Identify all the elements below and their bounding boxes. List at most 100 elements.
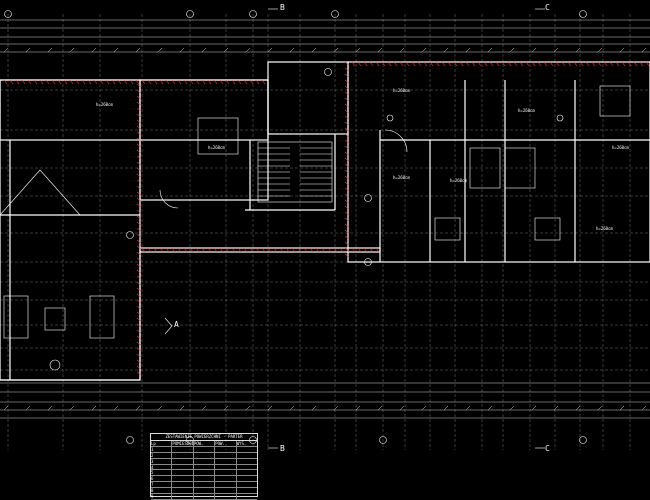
hatch-mark xyxy=(136,161,142,166)
hatch-mark xyxy=(57,79,62,85)
hatch-mark xyxy=(136,239,142,244)
hatch-mark xyxy=(171,79,176,85)
table-cell xyxy=(215,482,237,488)
hatch-mark xyxy=(303,247,308,253)
dimension-tick xyxy=(135,405,141,411)
room-height-label: h=260cm xyxy=(518,108,535,113)
hatch-mark xyxy=(136,305,142,310)
hatch-mark xyxy=(159,79,164,85)
hatch-mark xyxy=(33,79,38,85)
hatch-mark xyxy=(609,61,614,67)
hatch-mark xyxy=(309,247,314,253)
hatch-mark xyxy=(136,101,142,106)
dimension-tick xyxy=(223,405,229,411)
roof-outline xyxy=(0,169,81,216)
hatch-mark xyxy=(93,79,98,85)
wall xyxy=(347,61,650,263)
table-cell xyxy=(194,476,216,482)
table-cell: 7 xyxy=(151,482,173,488)
table-row: 6 xyxy=(151,476,257,483)
table-cell xyxy=(194,452,216,458)
table-cell xyxy=(215,446,237,452)
hatch-mark xyxy=(141,247,146,253)
table-cell xyxy=(237,447,257,452)
table-cell: 8 xyxy=(151,488,173,494)
axis-circle xyxy=(126,436,134,444)
hatch-mark xyxy=(344,163,350,168)
hatch-mark xyxy=(225,79,230,85)
hatch-mark xyxy=(567,61,572,67)
hatch-mark xyxy=(531,61,536,67)
table-cell xyxy=(172,452,194,458)
wall xyxy=(267,61,349,135)
table-cell xyxy=(215,476,237,482)
table-cell xyxy=(237,470,257,475)
dimension-tick xyxy=(179,405,185,411)
hatch-mark xyxy=(45,79,50,85)
hatch-mark xyxy=(195,247,200,253)
hatch-mark xyxy=(136,371,142,376)
dimension-tick xyxy=(3,47,9,53)
table-cell xyxy=(172,464,194,470)
dimension-tick xyxy=(25,47,31,53)
room-height-label: h=260cm xyxy=(208,145,225,150)
hatch-mark xyxy=(255,247,260,253)
axis-circle xyxy=(579,10,587,18)
hatch-mark xyxy=(344,211,350,216)
table-row: 3 xyxy=(151,458,257,465)
hatch-mark xyxy=(201,247,206,253)
hatch-mark xyxy=(525,61,530,67)
hatch-mark xyxy=(417,61,422,67)
dimension-tick xyxy=(641,47,647,53)
hatch-mark xyxy=(136,143,142,148)
hatch-mark xyxy=(344,67,350,72)
hatch-mark xyxy=(153,79,158,85)
column xyxy=(556,114,564,122)
table-cell xyxy=(237,482,257,487)
hatch-mark xyxy=(344,235,350,240)
hatch-mark xyxy=(537,61,542,67)
hatch-mark xyxy=(153,247,158,253)
hatch-mark xyxy=(136,263,142,268)
hatch-mark xyxy=(501,61,506,67)
hatch-mark xyxy=(344,145,350,150)
table-cell xyxy=(172,482,194,488)
hatch-mark xyxy=(81,79,86,85)
hatch-mark xyxy=(136,125,142,130)
hatch-mark xyxy=(225,247,230,253)
door-swing xyxy=(384,129,408,153)
hatch-mark xyxy=(136,89,142,94)
dimension-tick xyxy=(333,47,339,53)
column xyxy=(386,114,394,122)
hatch-mark xyxy=(369,247,374,253)
table-cell xyxy=(237,459,257,464)
table-cell xyxy=(172,476,194,482)
dimension-tick xyxy=(91,405,97,411)
hatch-mark xyxy=(136,155,142,160)
table-cell xyxy=(215,470,237,476)
dimension-tick xyxy=(443,405,449,411)
hatch-mark xyxy=(393,61,398,67)
hatch-mark xyxy=(357,247,362,253)
axis-circle xyxy=(379,436,387,444)
section-marker-b-top: B xyxy=(280,3,285,12)
toilet xyxy=(49,359,61,371)
hatch-mark xyxy=(171,247,176,253)
hatch-mark xyxy=(117,79,122,85)
hatch-mark xyxy=(285,247,290,253)
dimension-tick xyxy=(311,47,317,53)
hatch-mark xyxy=(136,341,142,346)
hatch-mark xyxy=(261,79,266,85)
axis-circle xyxy=(331,10,339,18)
bed xyxy=(469,147,501,189)
dimension-tick xyxy=(509,47,515,53)
dimension-tick xyxy=(531,405,537,411)
hatch-mark xyxy=(195,79,200,85)
hatch-mark xyxy=(344,205,350,210)
room-height-label: h=260cm xyxy=(393,175,410,180)
hatch-mark xyxy=(639,61,644,67)
hatch-mark xyxy=(177,247,182,253)
table-cell xyxy=(215,458,237,464)
room-height-label: h=260cm xyxy=(450,178,467,183)
hatch-mark xyxy=(136,167,142,172)
